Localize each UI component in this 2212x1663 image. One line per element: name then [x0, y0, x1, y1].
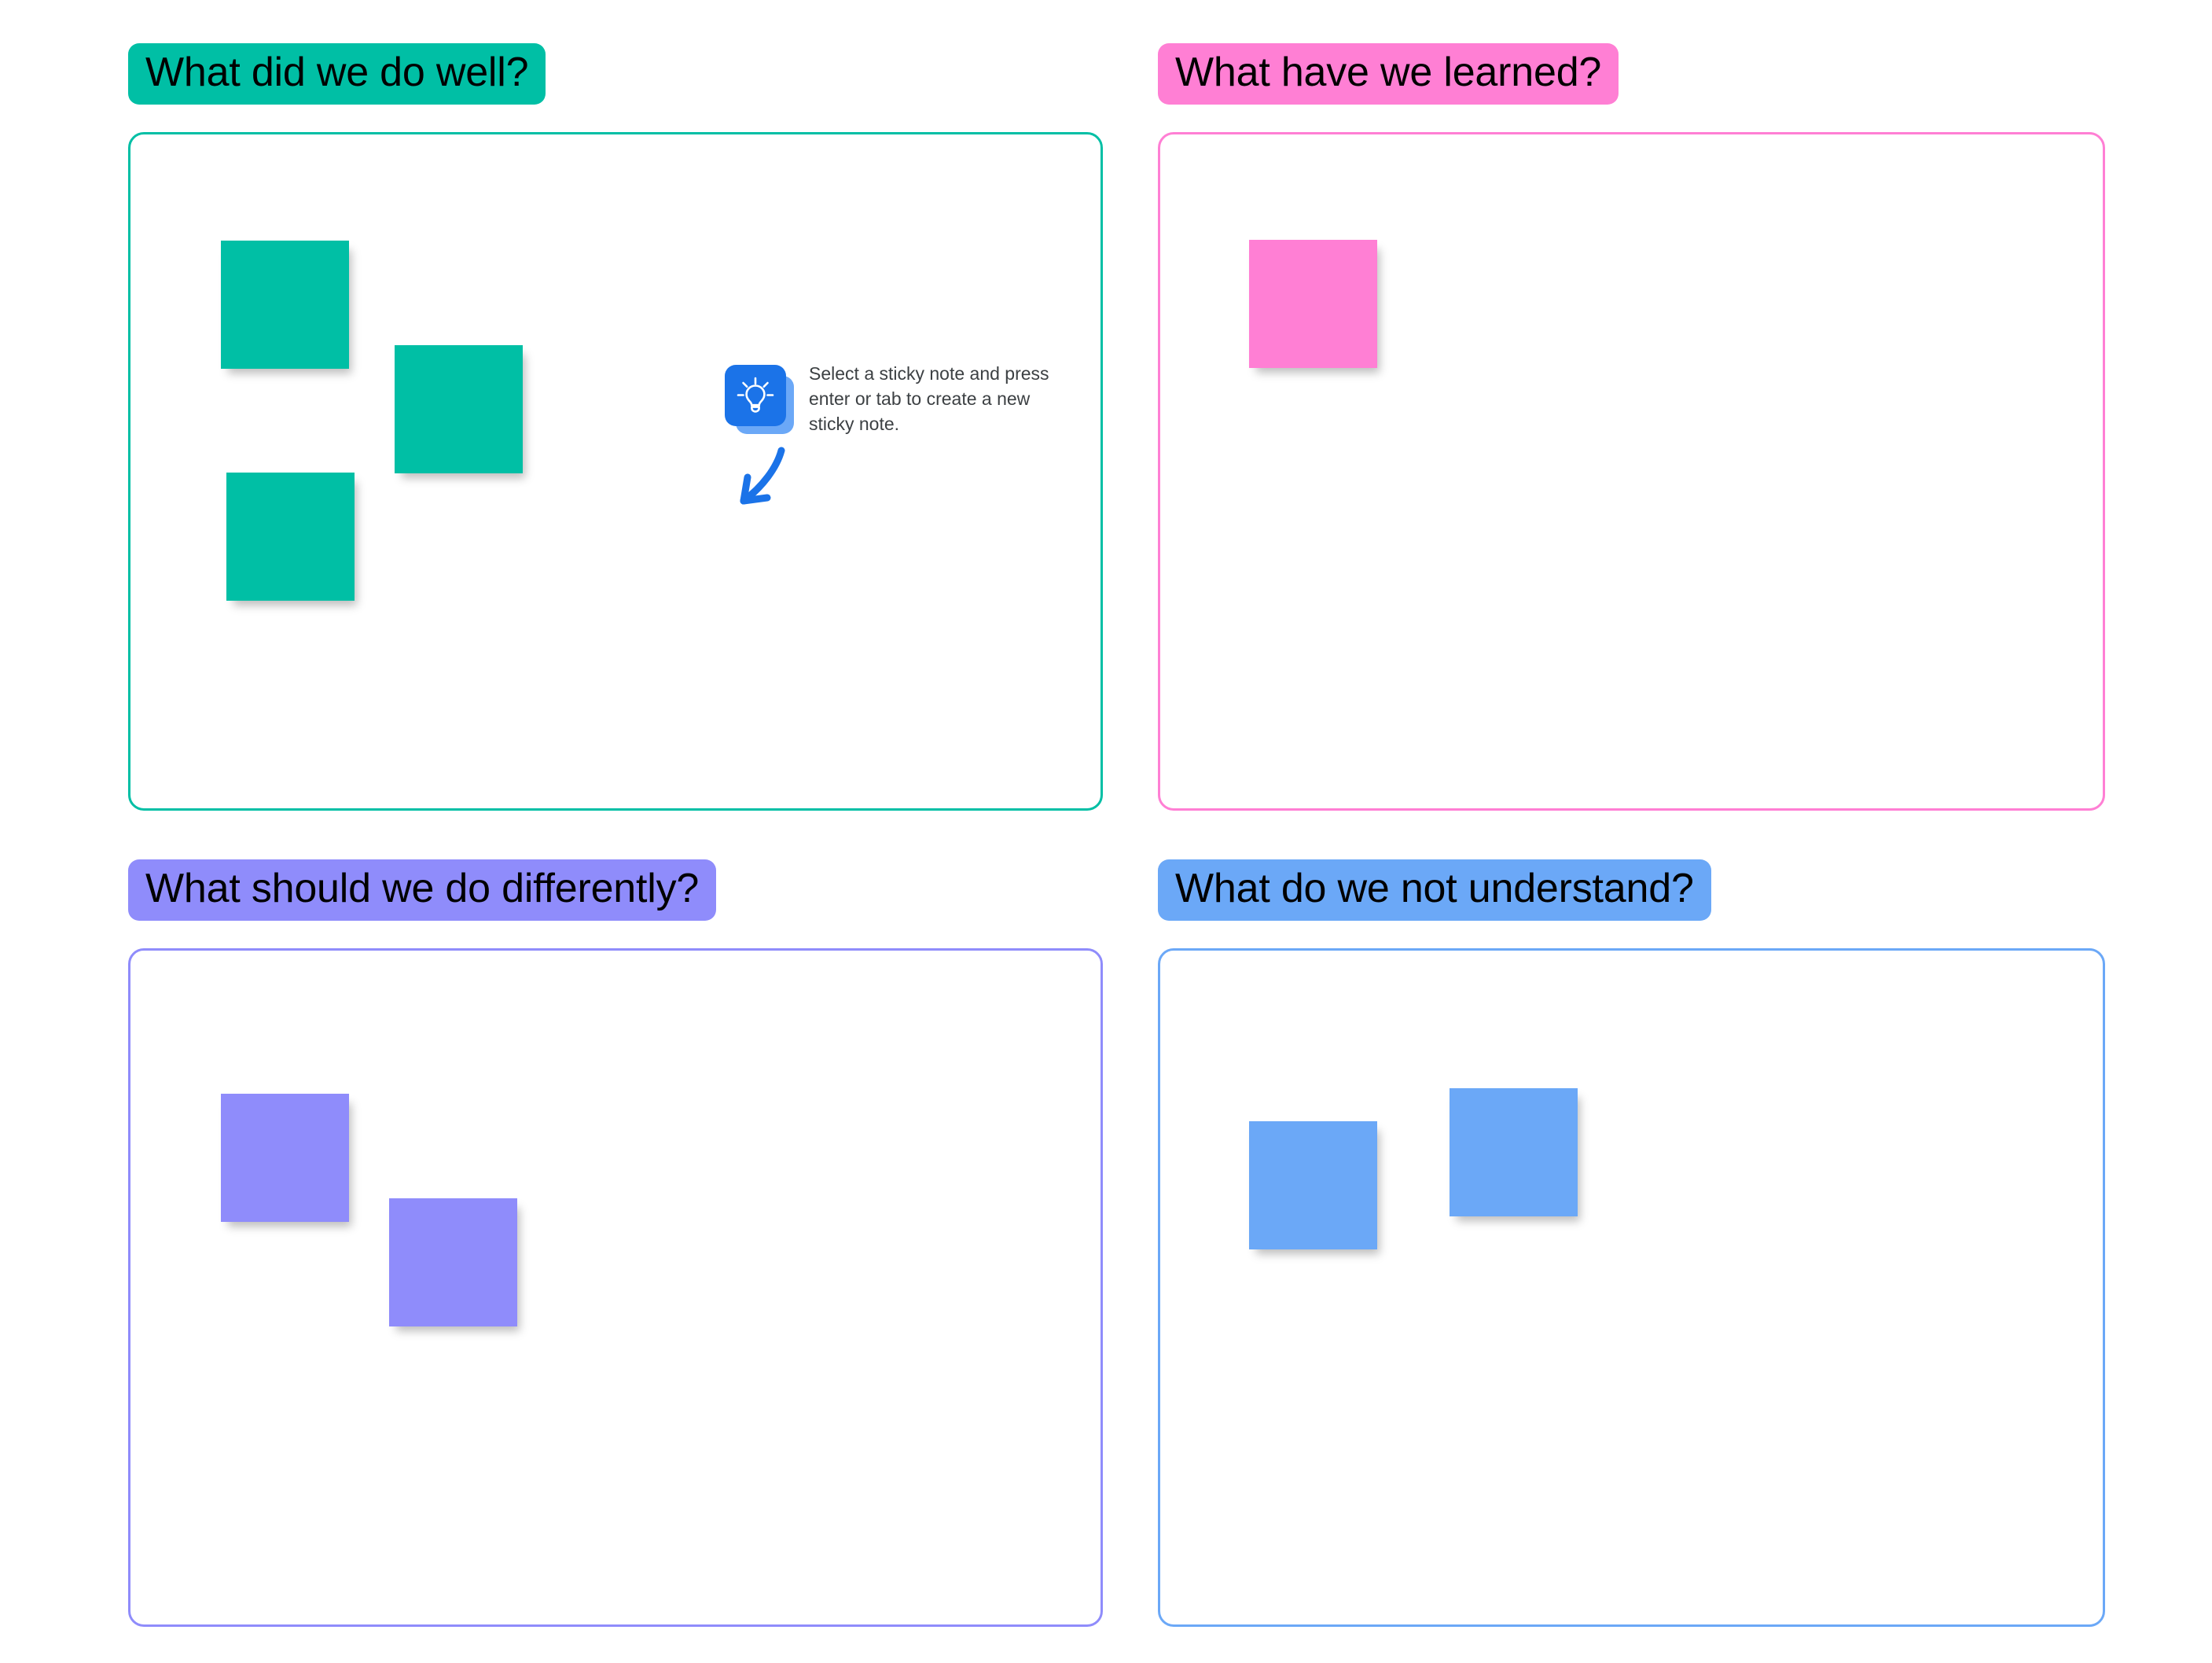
hint-callout: Select a sticky note and press enter or …: [720, 361, 1058, 526]
quadrant-what-did-we-do-well: What did we do well?: [128, 43, 1103, 811]
lightbulb-icon: [725, 365, 794, 434]
lightbulb-glyph: [737, 377, 774, 413]
quadrant-panel-what-did-we-do-well[interactable]: Select a sticky note and press enter or …: [128, 132, 1103, 811]
hint-text: Select a sticky note and press enter or …: [809, 363, 1049, 434]
sticky-note[interactable]: [1249, 240, 1377, 368]
curved-arrow-down-left-icon: [722, 441, 808, 528]
quadrant-what-do-we-not-understand: What do we not understand?: [1158, 859, 2105, 1627]
quadrant-panel-what-have-we-learned[interactable]: [1158, 132, 2105, 811]
quadrant-what-have-we-learned: What have we learned?: [1158, 43, 2105, 811]
sticky-note[interactable]: [1450, 1088, 1578, 1216]
quadrant-what-should-we-do-differently: What should we do differently?: [128, 859, 1103, 1627]
lightbulb-icon-front-card: [725, 365, 786, 426]
quadrant-title-what-should-we-do-differently: What should we do differently?: [128, 859, 717, 921]
sticky-note[interactable]: [221, 1094, 349, 1222]
sticky-note[interactable]: [395, 345, 523, 473]
sticky-note[interactable]: [226, 473, 355, 601]
quadrant-panel-what-do-we-not-understand[interactable]: [1158, 948, 2105, 1627]
quadrant-title-what-have-we-learned: What have we learned?: [1158, 43, 1619, 105]
sticky-note[interactable]: [1249, 1121, 1377, 1249]
sticky-note[interactable]: [389, 1198, 517, 1326]
quadrant-title-what-do-we-not-understand: What do we not understand?: [1158, 859, 1711, 921]
quadrant-panel-what-should-we-do-differently[interactable]: [128, 948, 1103, 1627]
quadrant-title-what-did-we-do-well: What did we do well?: [128, 43, 546, 105]
sticky-note[interactable]: [221, 241, 349, 369]
